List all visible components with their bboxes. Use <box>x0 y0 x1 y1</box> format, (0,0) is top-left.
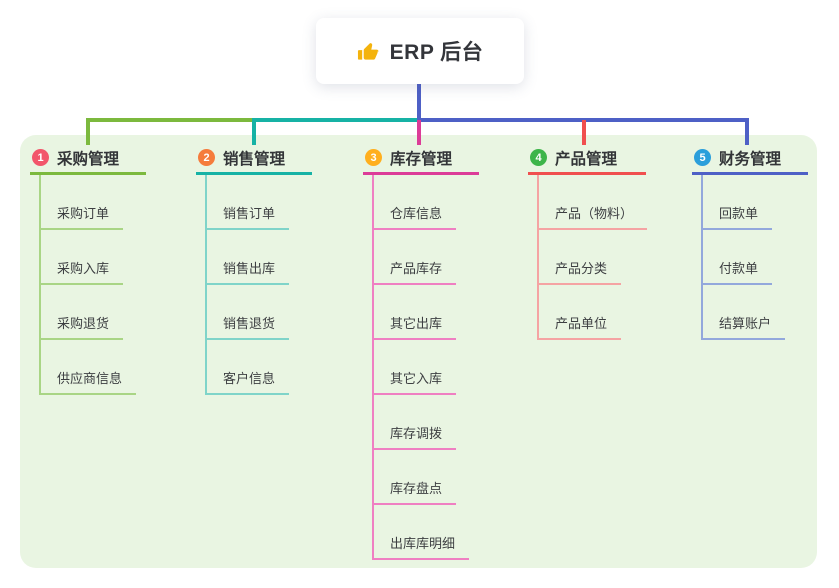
node-sales-outbound[interactable]: 销售出库 <box>207 230 290 285</box>
branch-product-title: 产品管理 <box>555 150 618 168</box>
branches-panel <box>20 135 817 568</box>
connector-drop-branch3 <box>417 120 421 145</box>
node-product-stock[interactable]: 产品库存 <box>374 230 457 285</box>
branch-finance-items: 回款单 付款单 结算账户 <box>701 175 786 340</box>
badge-5: 5 <box>694 149 711 166</box>
badge-2: 2 <box>198 149 215 166</box>
branch-inventory: 3 库存管理 仓库信息 产品库存 其它出库 其它入库 库存调拨 库存盘点 出库库… <box>363 143 479 560</box>
connector-h-branch1 <box>86 118 256 122</box>
node-sales-order[interactable]: 销售订单 <box>207 175 290 230</box>
node-outbound-detail[interactable]: 出库库明细 <box>374 505 470 560</box>
connector-drop-branch1 <box>86 118 90 145</box>
branch-procurement-title: 采购管理 <box>57 150 120 168</box>
connector-root-stem <box>417 84 421 122</box>
branch-sales-items: 销售订单 销售出库 销售退货 客户信息 <box>205 175 290 395</box>
node-sales-return[interactable]: 销售退货 <box>207 285 290 340</box>
badge-3: 3 <box>365 149 382 166</box>
branch-inventory-title: 库存管理 <box>390 150 453 168</box>
node-payment-bill[interactable]: 付款单 <box>703 230 773 285</box>
node-purchase-return[interactable]: 采购退货 <box>41 285 124 340</box>
branch-finance: 5 财务管理 回款单 付款单 结算账户 <box>692 143 808 340</box>
branch-procurement-items: 采购订单 采购入库 采购退货 供应商信息 <box>39 175 137 395</box>
connector-h-branch2 <box>252 118 420 122</box>
connector-drop-branch4 <box>582 120 586 145</box>
branch-product: 4 产品管理 产品（物料） 产品分类 产品单位 <box>528 143 648 340</box>
node-other-inbound[interactable]: 其它入库 <box>374 340 457 395</box>
branch-inventory-header[interactable]: 3 库存管理 <box>363 143 479 175</box>
branch-inventory-items: 仓库信息 产品库存 其它出库 其它入库 库存调拨 库存盘点 出库库明细 <box>372 175 470 560</box>
node-product-category[interactable]: 产品分类 <box>539 230 622 285</box>
connector-drop-branch5 <box>745 118 749 145</box>
thumbs-up-icon <box>357 40 380 63</box>
node-stock-transfer[interactable]: 库存调拨 <box>374 395 457 450</box>
branch-sales-title: 销售管理 <box>223 150 286 168</box>
root-node[interactable]: ERP 后台 <box>316 18 524 84</box>
badge-1: 1 <box>32 149 49 166</box>
branch-procurement-header[interactable]: 1 采购管理 <box>30 143 146 175</box>
node-stock-check[interactable]: 库存盘点 <box>374 450 457 505</box>
node-settlement-account[interactable]: 结算账户 <box>703 285 786 340</box>
connector-drop-branch2 <box>252 118 256 145</box>
node-warehouse-info[interactable]: 仓库信息 <box>374 175 457 230</box>
node-purchase-order[interactable]: 采购订单 <box>41 175 124 230</box>
branch-finance-title: 财务管理 <box>719 150 782 168</box>
branch-product-header[interactable]: 4 产品管理 <box>528 143 646 175</box>
node-customer-info[interactable]: 客户信息 <box>207 340 290 395</box>
branch-procurement: 1 采购管理 采购订单 采购入库 采购退货 供应商信息 <box>30 143 146 395</box>
node-product-unit[interactable]: 产品单位 <box>539 285 622 340</box>
node-supplier-info[interactable]: 供应商信息 <box>41 340 137 395</box>
node-purchase-inbound[interactable]: 采购入库 <box>41 230 124 285</box>
node-receipt-bill[interactable]: 回款单 <box>703 175 773 230</box>
branch-sales-header[interactable]: 2 销售管理 <box>196 143 312 175</box>
branch-product-items: 产品（物料） 产品分类 产品单位 <box>537 175 648 340</box>
root-title: ERP 后台 <box>389 41 484 64</box>
branch-finance-header[interactable]: 5 财务管理 <box>692 143 808 175</box>
branch-sales: 2 销售管理 销售订单 销售出库 销售退货 客户信息 <box>196 143 312 395</box>
node-other-outbound[interactable]: 其它出库 <box>374 285 457 340</box>
badge-4: 4 <box>530 149 547 166</box>
node-product-material[interactable]: 产品（物料） <box>539 175 648 230</box>
